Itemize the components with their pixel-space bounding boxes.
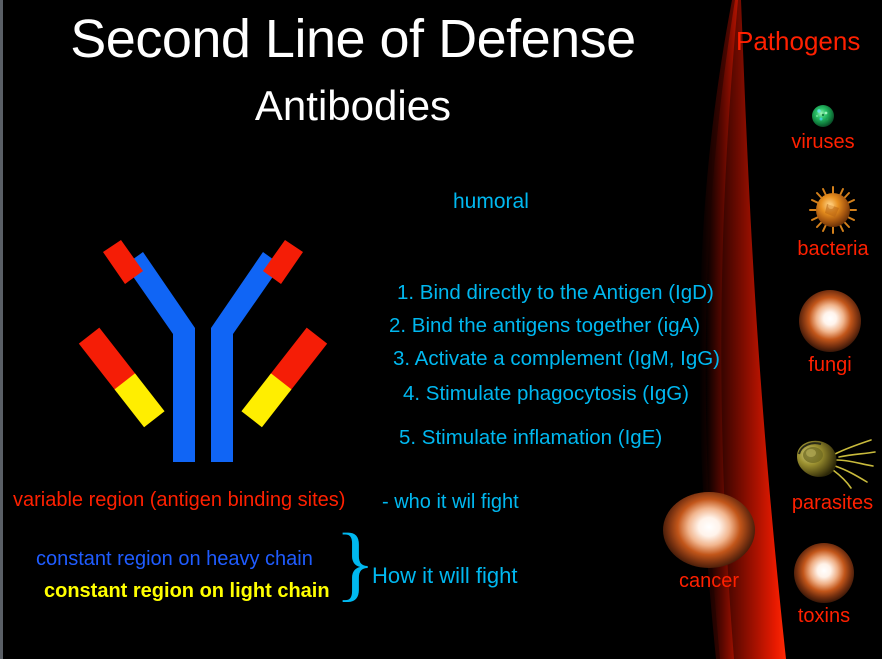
curly-brace-icon: } bbox=[335, 517, 376, 610]
variable-region-label: variable region (antigen binding sites) bbox=[13, 489, 346, 511]
constant-region-light-chain-label: constant region on light chain bbox=[44, 580, 330, 602]
list-item: 1. Bind directly to the Antigen (IgD) bbox=[397, 281, 714, 304]
constant-region-heavy-chain-label: constant region on heavy chain bbox=[36, 548, 313, 570]
antibody-functions-list: 1. Bind directly to the Antigen (IgD) 2.… bbox=[389, 276, 749, 454]
pathogens-title: Pathogens bbox=[736, 26, 861, 56]
list-item: 5. Stimulate inflamation (IgE) bbox=[399, 426, 663, 449]
how-it-will-fight-label: How it will fight bbox=[372, 563, 518, 588]
pathogen-bacteria: bacteria bbox=[763, 184, 882, 261]
antibody-y-shape-icon bbox=[78, 240, 328, 462]
cancer-glow-sphere-icon bbox=[663, 492, 755, 568]
slide-subtitle: Antibodies bbox=[254, 82, 452, 129]
list-item: 3. Activate a complement (IgM, IgG) bbox=[393, 347, 720, 370]
virus-sphere-icon bbox=[812, 105, 834, 127]
pathogen-parasites: parasites bbox=[765, 432, 882, 515]
pathogen-label: fungi bbox=[808, 354, 852, 376]
parasite-flagellate-icon bbox=[796, 439, 876, 489]
list-item: 2. Bind the antigens together (igA) bbox=[389, 314, 701, 337]
pathogen-fungi: fungi bbox=[765, 290, 882, 377]
who-it-will-fight-label: - who it wil fight bbox=[382, 491, 519, 513]
pathogen-label: viruses bbox=[791, 131, 855, 153]
fungi-glow-sphere-icon bbox=[799, 290, 861, 352]
humoral-label: humoral bbox=[453, 190, 529, 213]
pathogen-label: bacteria bbox=[797, 238, 869, 260]
list-item: 4. Stimulate phagocytosis (IgG) bbox=[403, 382, 689, 405]
pathogen-label: toxins bbox=[797, 605, 851, 627]
pathogen-label: cancer bbox=[678, 570, 740, 592]
bacteria-spiky-icon bbox=[809, 186, 857, 234]
pathogen-label: parasites bbox=[791, 492, 874, 514]
slide-title: Second Line of Defense bbox=[70, 9, 636, 69]
pathogen-toxins: toxins bbox=[765, 543, 882, 628]
pathogen-viruses: viruses bbox=[763, 103, 882, 154]
toxin-glow-sphere-icon bbox=[794, 543, 854, 603]
pathogen-cancer: cancer bbox=[651, 492, 767, 593]
